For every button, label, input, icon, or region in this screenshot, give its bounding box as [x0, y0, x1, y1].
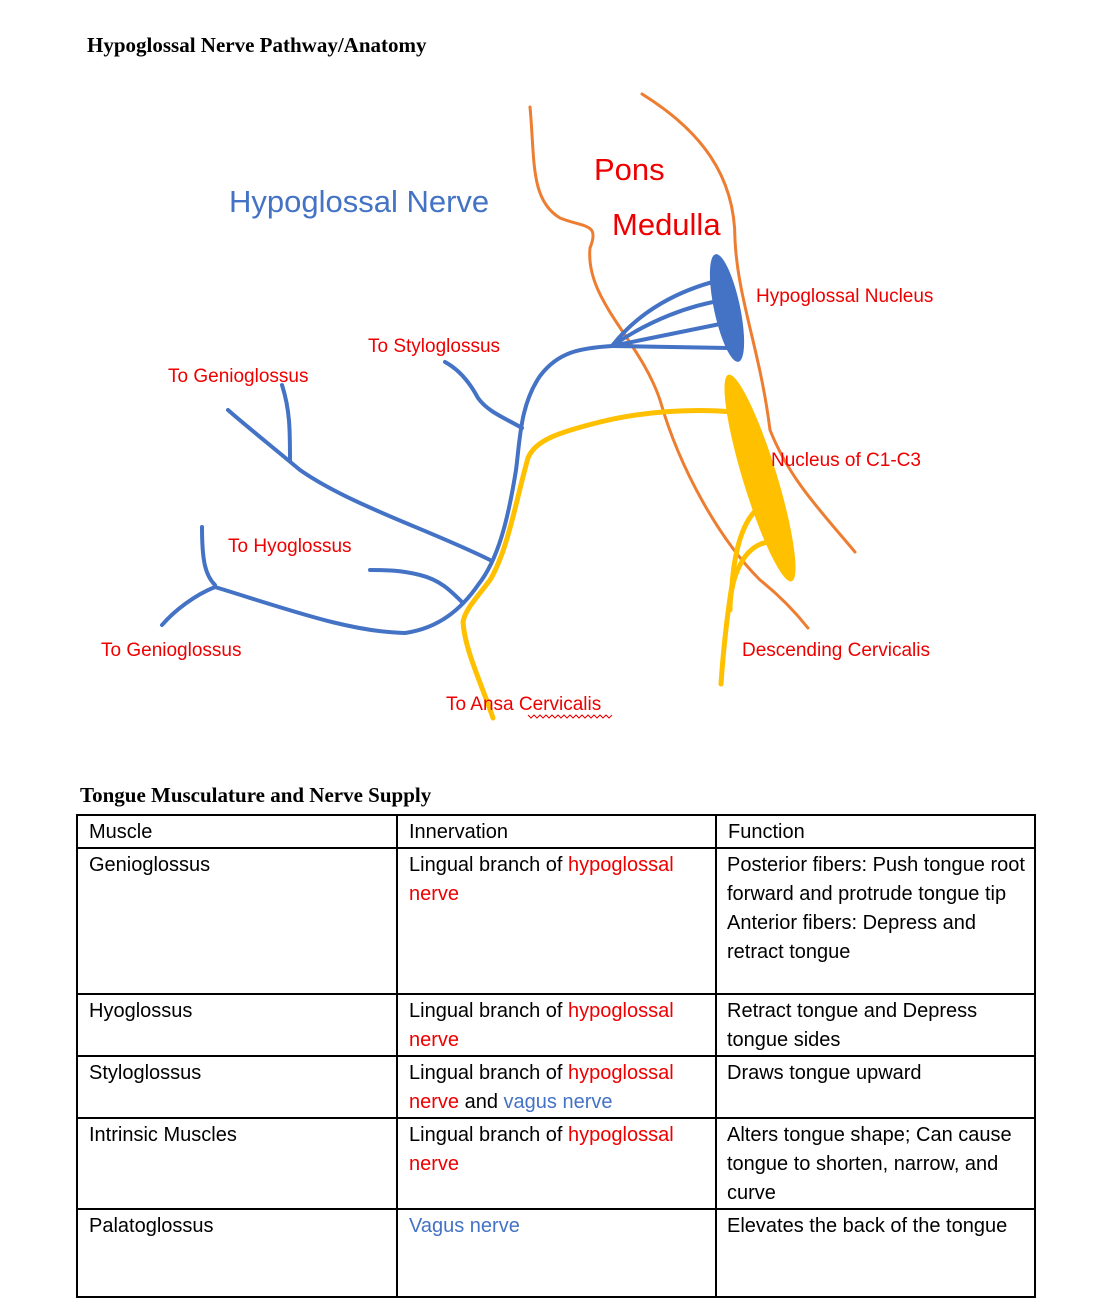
descending-cervicalis-path	[463, 410, 733, 718]
innervation-cell: Lingual branch of hypoglossal nerve	[397, 848, 716, 994]
muscle-cell: Palatoglossus	[77, 1209, 397, 1297]
innervation-cell: Vagus nerve	[397, 1209, 716, 1297]
to-genioglossus-lower-label: To Genioglossus	[101, 640, 241, 661]
innervation-cell: Lingual branch of hypoglossal nerve and …	[397, 1056, 716, 1118]
to-styloglossus-label: To Styloglossus	[368, 336, 500, 357]
innervation-prefix: Lingual branch of	[409, 854, 568, 876]
brainstem-inner-contour	[530, 107, 808, 628]
innervation-prefix: Lingual branch of	[409, 1000, 568, 1022]
innervation-prefix: Lingual branch of	[409, 1124, 568, 1146]
innervation-prefix: Lingual branch of	[409, 1062, 568, 1084]
column-header: Innervation	[397, 815, 716, 848]
brainstem-outline	[530, 94, 855, 628]
table-row: Palatoglossus Vagus nerve Elevates the b…	[77, 1209, 1035, 1297]
hypoglossal-pathway-diagram: Hypoglossal Nerve Pons Medulla Hypogloss…	[0, 0, 1112, 780]
column-header: Function	[716, 815, 1035, 848]
hypoglossal-nerve-title: Hypoglossal Nerve	[229, 184, 489, 219]
muscle-cell: Intrinsic Muscles	[77, 1118, 397, 1209]
muscle-cell: Hyoglossus	[77, 994, 397, 1056]
table-row: Intrinsic Muscles Lingual branch of hypo…	[77, 1118, 1035, 1209]
table-header-row: Muscle Innervation Function	[77, 815, 1035, 848]
function-cell: Posterior fibers: Push tongue root forwa…	[716, 848, 1035, 994]
function-text: Posterior fibers: Push tongue root forwa…	[727, 851, 1026, 909]
table-row: Genioglossus Lingual branch of hypogloss…	[77, 848, 1035, 994]
branch-genioglossus-lower	[162, 587, 215, 625]
innervation-cell: Lingual branch of hypoglossal nerve	[397, 994, 716, 1056]
function-cell: Retract tongue and Depress tongue sides	[716, 994, 1035, 1056]
branch-styloglossus	[445, 362, 522, 428]
pons-label: Pons	[594, 152, 665, 187]
function-cell: Alters tongue shape; Can cause tongue to…	[716, 1118, 1035, 1209]
nucleus-fiber-4	[612, 346, 728, 348]
nucleus-c1-c3-shape	[712, 370, 808, 587]
function-text: Elevates the back of the tongue	[727, 1212, 1026, 1241]
muscle-cell: Styloglossus	[77, 1056, 397, 1118]
function-cell: Elevates the back of the tongue	[716, 1209, 1035, 1297]
medulla-label: Medulla	[612, 207, 721, 242]
to-hyoglossus-label: To Hyoglossus	[228, 536, 352, 557]
tongue-muscle-table: Muscle Innervation Function Genioglossus…	[76, 814, 1036, 1298]
branch-hyoglossus-stem	[202, 527, 215, 585]
branch-hyoglossus	[370, 570, 463, 603]
to-genioglossus-upper-label: To Genioglossus	[168, 366, 308, 387]
innervation-cell: Lingual branch of hypoglossal nerve	[397, 1118, 716, 1209]
branch-genioglossus-upper-root	[282, 385, 290, 461]
descending-cervicalis-label: Descending Cervicalis	[742, 640, 930, 661]
function-text: Draws tongue upward	[727, 1059, 1026, 1088]
table-heading: Tongue Musculature and Nerve Supply	[80, 783, 431, 808]
nucleus-c1-c3-label: Nucleus of C1-C3	[771, 450, 921, 471]
table-row: Hyoglossus Lingual branch of hypoglossal…	[77, 994, 1035, 1056]
table-row: Styloglossus Lingual branch of hypogloss…	[77, 1056, 1035, 1118]
innervation-nerve-vagus: Vagus nerve	[409, 1215, 520, 1237]
hypoglossal-nucleus-label: Hypoglossal Nucleus	[756, 286, 933, 307]
column-header: Muscle	[77, 815, 397, 848]
to-ansa-cervicalis-label: To Ansa Cervicalis	[446, 694, 601, 715]
function-text: Retract tongue and Depress tongue sides	[727, 997, 1026, 1055]
muscle-cell: Genioglossus	[77, 848, 397, 994]
hypoglossal-nerve-branches	[162, 280, 728, 633]
cervical-pathway	[463, 410, 784, 718]
function-text: Anterior fibers: Depress and retract ton…	[727, 909, 1026, 967]
nerve-main-trunk	[215, 346, 612, 633]
innervation-nerve-vagus: vagus nerve	[504, 1091, 613, 1113]
innervation-joiner: and	[459, 1091, 503, 1113]
function-text: Alters tongue shape; Can cause tongue to…	[727, 1121, 1026, 1208]
spellcheck-squiggle	[528, 715, 612, 718]
function-cell: Draws tongue upward	[716, 1056, 1035, 1118]
